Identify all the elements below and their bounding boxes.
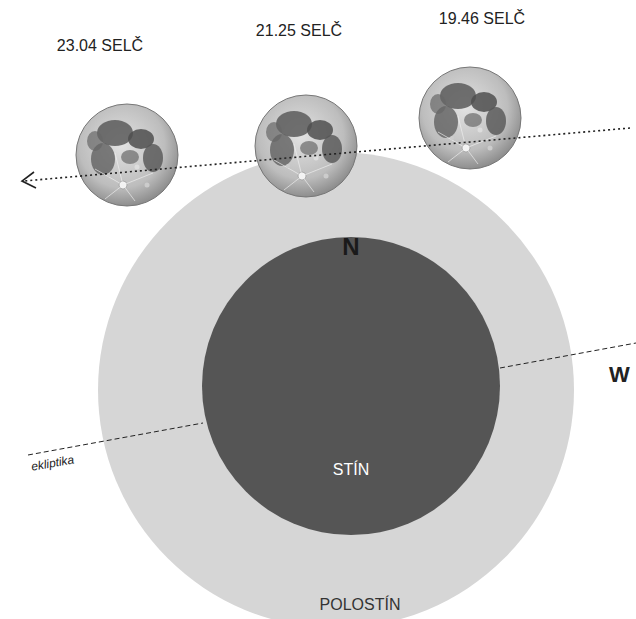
time-label: 19.46 SELČ [439, 10, 525, 28]
region-label: STÍN [333, 461, 369, 479]
moon-illustration [75, 103, 179, 207]
ecliptic-line [28, 423, 203, 455]
region-label: POLOSTÍN [320, 596, 401, 614]
penumbra-circle: POLOSTÍNNSTÍN [98, 152, 574, 619]
moon-disc: 23.04 SELČ [75, 103, 179, 207]
moon-illustration [254, 94, 358, 198]
direction-letter: N [342, 233, 359, 261]
moon-path [24, 128, 630, 181]
direction-letter: W [609, 362, 630, 388]
moon-disc: 19.46 SELČ [418, 66, 522, 170]
moon-illustration [418, 66, 522, 170]
ecliptic-label: ekliptika [30, 452, 75, 473]
umbra-circle: NSTÍN [202, 237, 500, 535]
time-label: 23.04 SELČ [57, 37, 143, 55]
moon-disc: 21.25 SELČ [254, 94, 358, 198]
time-label: 21.25 SELČ [256, 22, 342, 40]
path-arrowhead [22, 172, 36, 188]
circle-outline [202, 237, 500, 535]
